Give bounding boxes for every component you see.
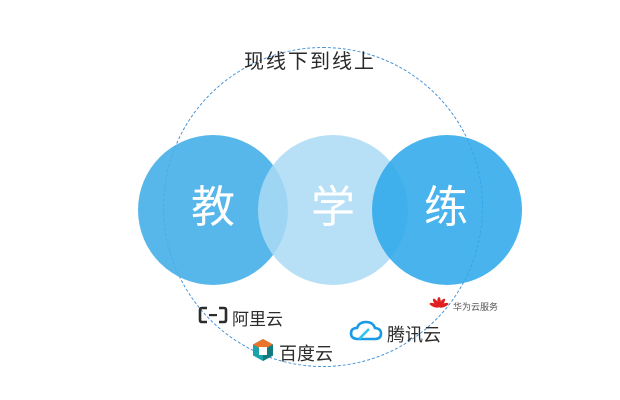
baidu-cloud-icon <box>251 338 275 367</box>
baidu-cloud-logo: 百度云 <box>251 338 333 367</box>
tencent-cloud-logo: 腾讯云 <box>349 320 441 347</box>
tencent-cloud-icon <box>349 320 383 347</box>
baidu-cloud-logo-text: 百度云 <box>279 343 333 365</box>
huawei-icon <box>428 296 450 317</box>
aliyun-logo: 阿里云 <box>198 305 283 330</box>
diagram-title: 现线下到线上 <box>244 49 376 73</box>
circle-label-teach: 教 <box>191 182 235 233</box>
aliyun-logo-text: 阿里云 <box>232 310 283 330</box>
huawei-cloud-logo: 华为云服务 <box>428 296 498 317</box>
tencent-cloud-logo-text: 腾讯云 <box>387 324 441 346</box>
aliyun-icon <box>198 306 228 329</box>
circle-label-practice: 练 <box>424 182 468 233</box>
huawei-logo-text: 华为云服务 <box>453 303 499 313</box>
circle-practice <box>372 135 522 285</box>
circle-label-learn: 学 <box>311 182 355 233</box>
